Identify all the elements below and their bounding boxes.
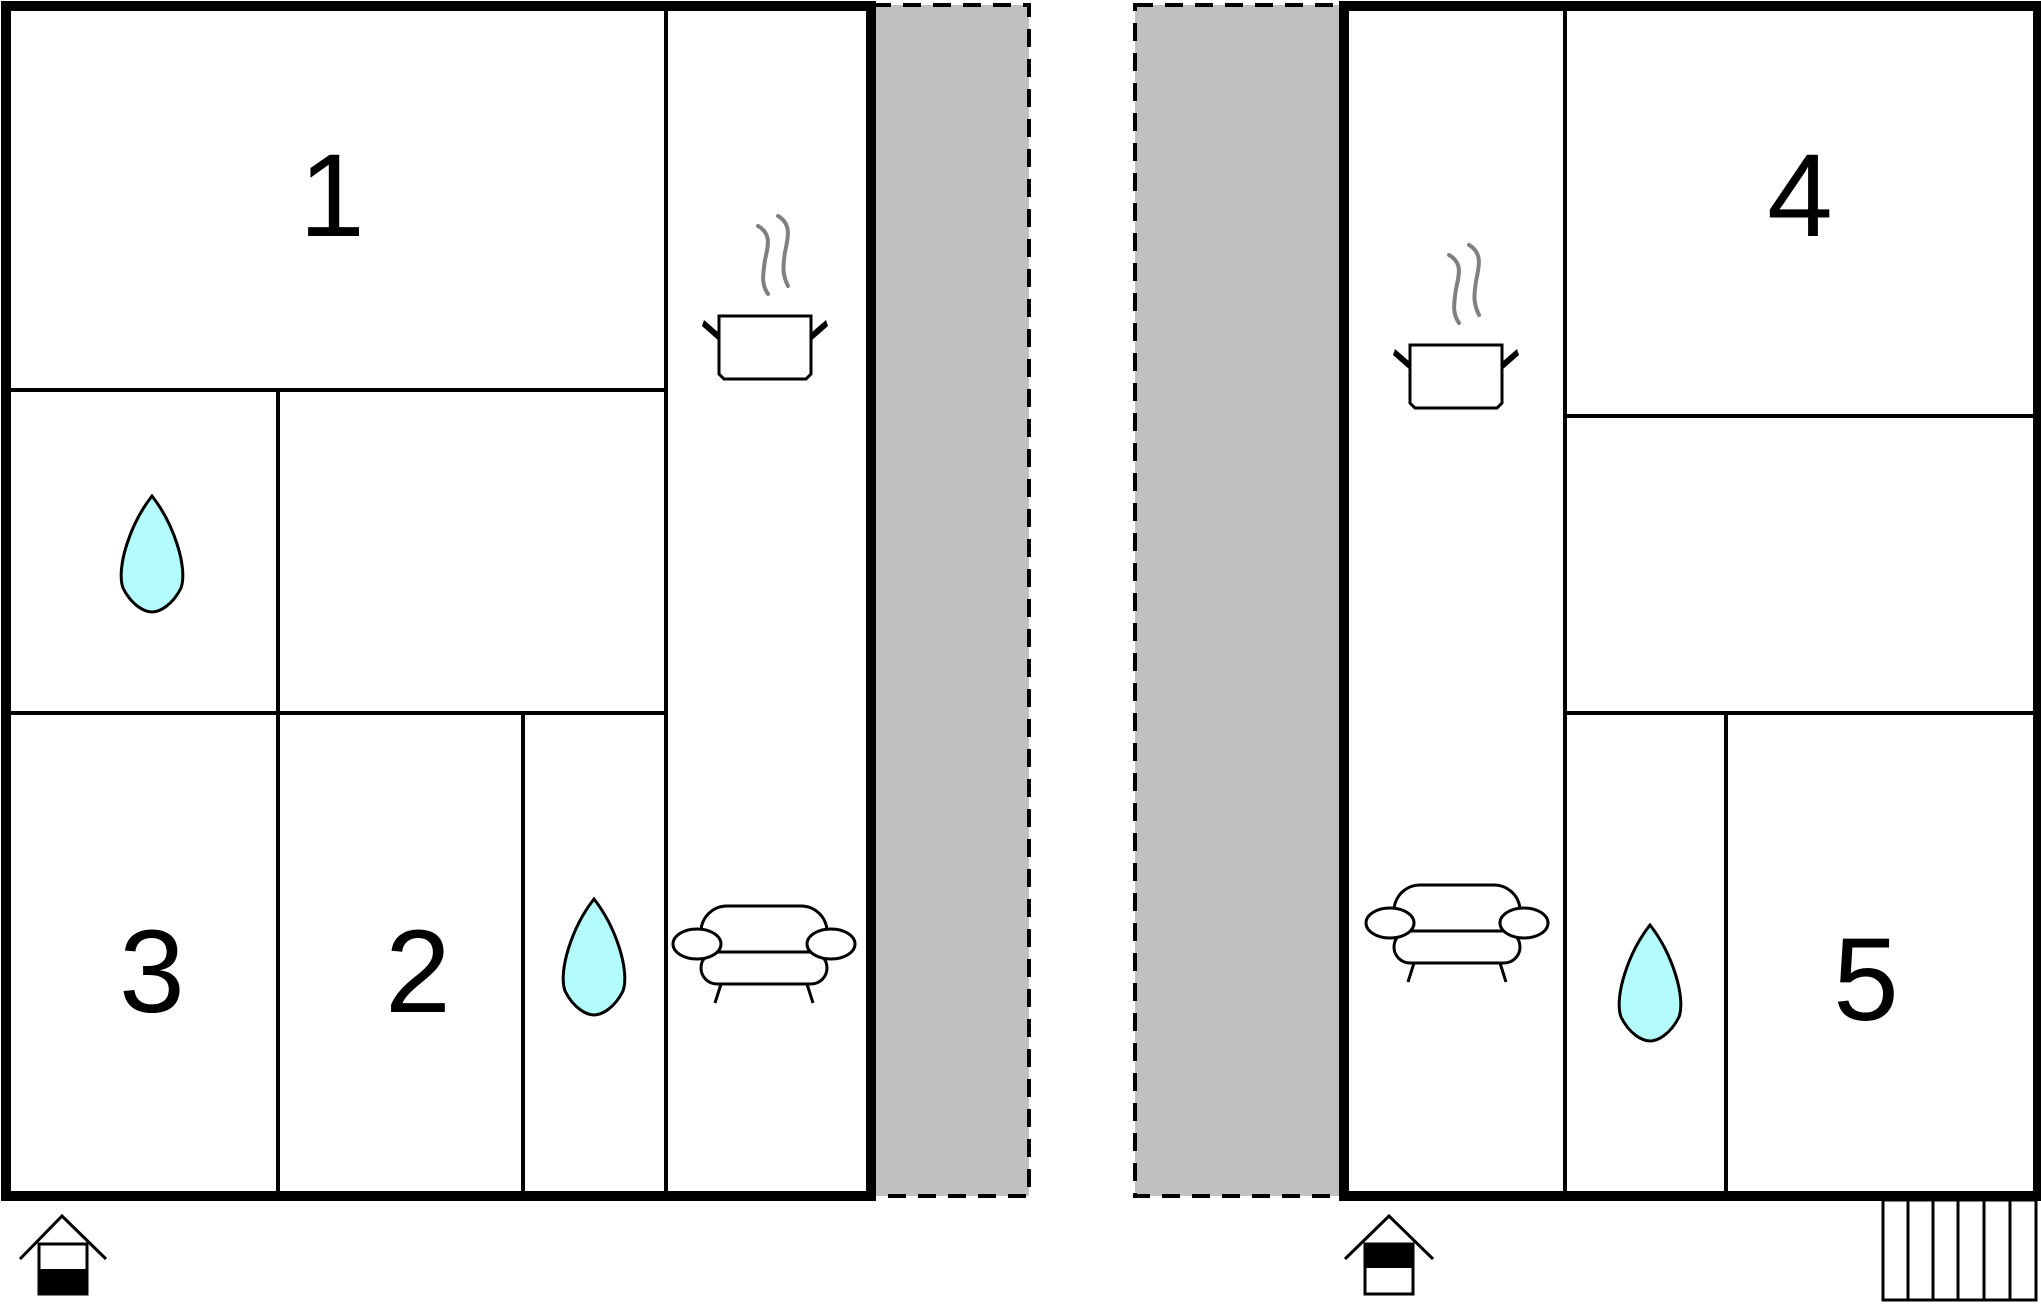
cooking-pot-icon: [1391, 243, 1521, 410]
water-drop-icon: [1617, 923, 1683, 1043]
left-outer-wall: [1, 1, 876, 1201]
water-drop-icon: [561, 897, 627, 1017]
room-number-1: 1: [299, 130, 365, 262]
entrance-house-icon: [1343, 1213, 1435, 1296]
water-drop-icon: [119, 494, 185, 614]
left-terrace: [871, 3, 1031, 1198]
right-terrace: [1133, 3, 1344, 1198]
stairs-icon: [1881, 1198, 2038, 1302]
right-floor-plan: 4 5: [1133, 1, 2041, 1302]
right-outer-wall: [1339, 1, 2041, 1201]
room-number-4: 4: [1767, 130, 1833, 262]
left-floor-plan: 1 3 2: [1, 1, 1031, 1296]
cooking-pot-icon: [700, 214, 830, 381]
room-number-3: 3: [119, 906, 185, 1038]
sofa-icon: [671, 904, 857, 1005]
room-number-2: 2: [385, 906, 451, 1038]
room-number-5: 5: [1833, 914, 1899, 1046]
sofa-icon: [1364, 883, 1550, 984]
entrance-house-icon: [18, 1213, 108, 1296]
